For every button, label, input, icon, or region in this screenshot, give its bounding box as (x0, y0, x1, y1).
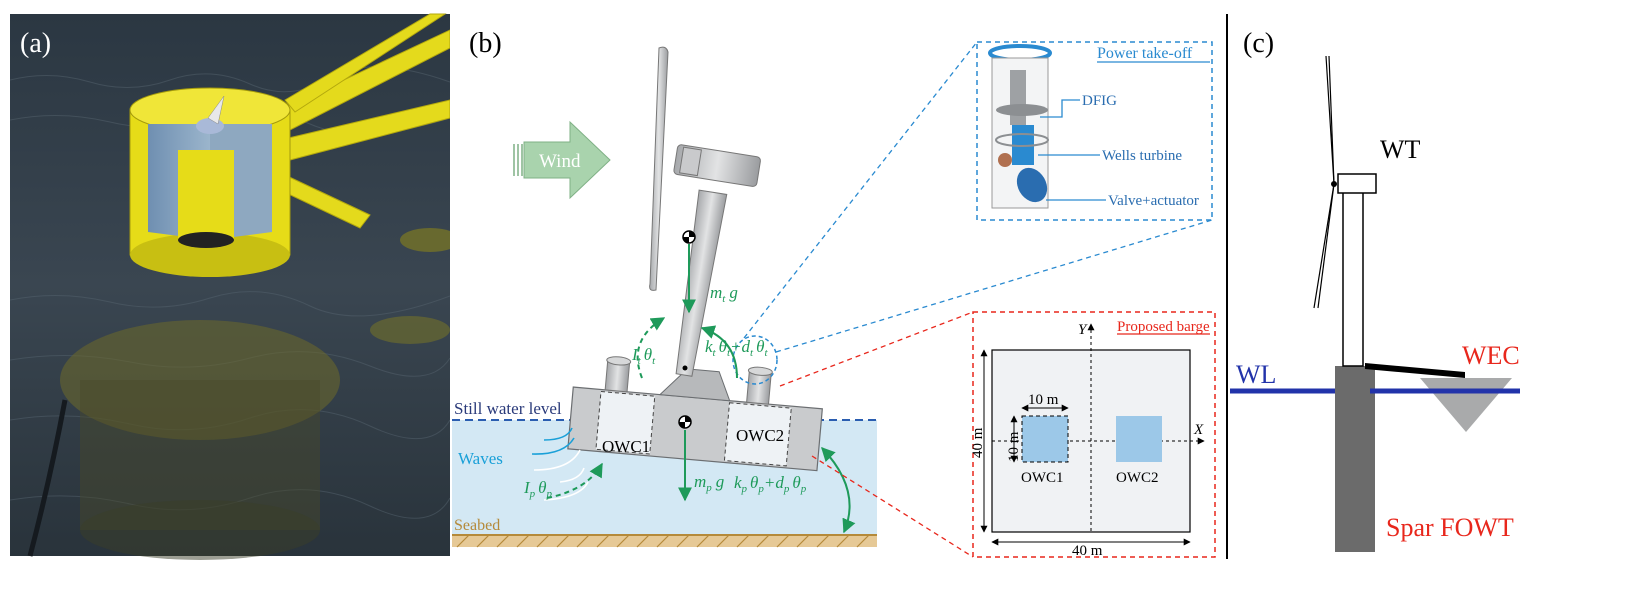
pto-callouts (1038, 61, 1210, 201)
owc2-label: OWC2 (736, 426, 784, 445)
pto-leader-lower (775, 219, 1213, 353)
panel-b-label: (b) (469, 28, 502, 59)
wind-tower (673, 144, 761, 377)
wt-label: WT (1380, 135, 1421, 164)
panel-divider (1226, 14, 1228, 559)
tower-cg-marker (682, 230, 696, 244)
rotor-blades (1313, 55, 1335, 309)
panel-c-diagram: (c) WT WL WEC Spar FOWT (1230, 28, 1520, 552)
pto-valve-label: Valve+actuator (1108, 193, 1199, 209)
panel-a-render (10, 13, 450, 560)
panel-b: (b) Wind Still water level Waves Seabed … (452, 0, 1222, 608)
platform-cg-marker (678, 415, 692, 429)
platform-restoring-arrow (821, 446, 856, 534)
pivot-point (682, 365, 688, 371)
waves-label: Waves (458, 449, 503, 468)
pto-title: Power take-off (1097, 45, 1193, 62)
pto-leader-upper (743, 41, 978, 339)
barge-leader-lower (811, 455, 974, 558)
submerged-bottom (80, 500, 320, 560)
panel-c: (c) WT WL WEC Spar FOWT (1230, 0, 1630, 608)
still-water-label: Still water level (454, 399, 562, 418)
barge-title: Proposed barge (1117, 319, 1210, 335)
spar-label: Spar FOWT (1386, 513, 1514, 542)
pto-dfig-label: DFIG (1082, 93, 1117, 109)
truss-arms (279, 13, 450, 344)
barge-leader-upper (779, 311, 974, 387)
mooring-cable (27, 399, 68, 557)
owc1-plan (1021, 415, 1069, 463)
barge-dim-10m-w: 10 m (1028, 392, 1059, 408)
wec-label: WEC (1462, 341, 1520, 370)
wec-float (1420, 378, 1512, 432)
owc2-plan (1116, 416, 1162, 462)
seabed-label: Seabed (454, 517, 500, 534)
panel-c-label: (c) (1243, 28, 1274, 59)
barge-dim-10m-h: 10 m (1006, 431, 1022, 462)
barge-owc2-label: OWC2 (1116, 470, 1159, 486)
barge-y-label: Y (1078, 322, 1088, 338)
wind-arrow (513, 120, 611, 200)
owc-column (129, 87, 291, 277)
seabed-hatch (456, 534, 870, 548)
tower-restoring-arrow (700, 325, 738, 379)
platform-inertia-arrow (546, 462, 603, 499)
barge-platform (567, 356, 823, 472)
wave-lines (531, 427, 589, 501)
wec-arm (1365, 363, 1465, 378)
pto-assembly (988, 44, 1052, 209)
pto-highlight-circle (732, 335, 778, 385)
tower-inertia-arrow (636, 317, 666, 379)
barge-owc1-label: OWC1 (1021, 470, 1064, 486)
nacelle (1337, 173, 1377, 194)
wind-label: Wind (539, 151, 581, 172)
barge-dim-40m-w: 40 m (1072, 543, 1103, 559)
rotor-blade (649, 46, 669, 291)
pto-wells-label: Wells turbine (1102, 148, 1182, 164)
tower (1342, 189, 1364, 367)
panel-b-diagram: (b) Wind Still water level Waves Seabed … (452, 28, 1216, 559)
owc1-label: OWC1 (602, 437, 650, 456)
seabed (452, 535, 877, 547)
barge-x-label: X (1193, 422, 1204, 438)
barge-dim-40m-h: 40 m (970, 427, 986, 458)
panel-a-label: (a) (20, 28, 52, 59)
spar-body (1335, 366, 1375, 552)
wl-label: WL (1236, 360, 1276, 389)
panel-a: (a) (10, 0, 450, 608)
submerged-plate (60, 320, 340, 440)
